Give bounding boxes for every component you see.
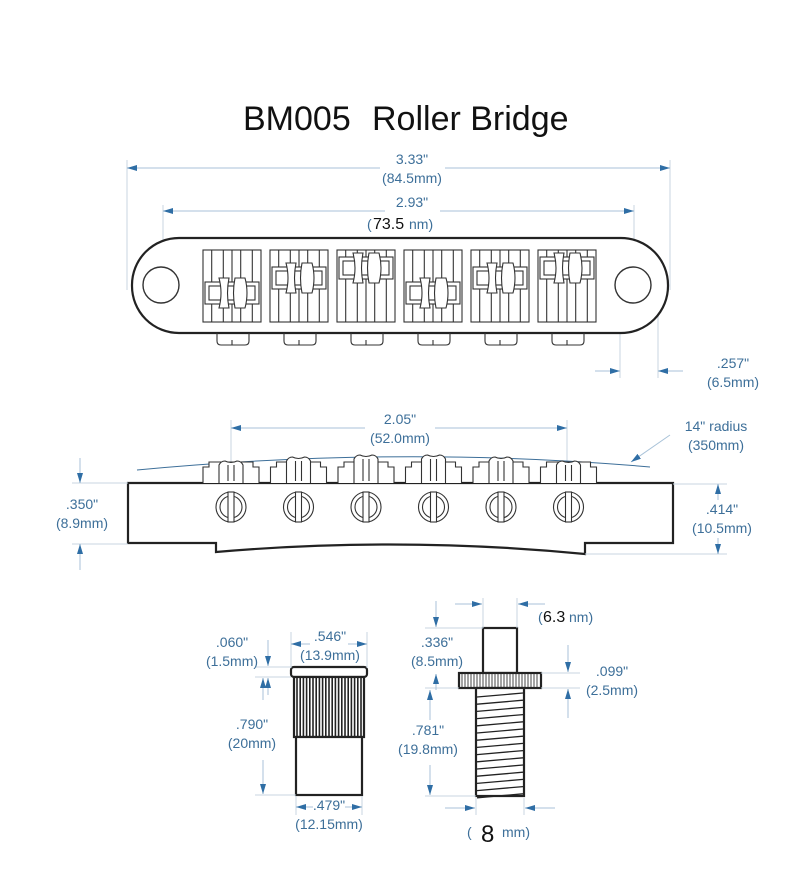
dim-mm: (10.5mm): [692, 520, 752, 536]
dim-mm-value: 73.5: [373, 216, 404, 233]
title-model: BM005: [243, 100, 351, 138]
dimension-left-height: .350" (8.9mm): [56, 458, 108, 570]
roller-side: [354, 455, 378, 483]
dim-inches: .790": [236, 716, 268, 732]
saddle-side: [338, 455, 394, 483]
screw-slot: [431, 492, 437, 522]
screw-head: [485, 333, 517, 345]
dim-mm: (8.9mm): [56, 515, 108, 531]
roller-side: [422, 455, 446, 483]
roller-side: [489, 457, 513, 483]
roller-frame: [540, 257, 594, 279]
knurl-lines: [297, 678, 361, 736]
dim-inches: 14" radius: [685, 418, 748, 434]
roller-frame: [406, 282, 460, 304]
dim-mm: (350mm): [688, 437, 744, 453]
dim-mm: (2.5mm): [586, 682, 638, 698]
dim-inches: 2.93": [396, 194, 428, 210]
dimension-radius: 14" radius (350mm): [631, 418, 747, 462]
dimension-stud-top-width: ( 6.3 nm): [455, 604, 593, 626]
screw-head: [351, 333, 383, 345]
screw-slot: [296, 492, 302, 522]
intonation-screw: [351, 492, 381, 522]
dim-inches: .257": [717, 355, 749, 371]
dim-mm: (8.5mm): [411, 653, 463, 669]
intonation-screw: [554, 492, 584, 522]
dim-mm: (6.5mm): [707, 374, 759, 390]
dim-inches: .336": [421, 634, 453, 650]
intonation-screw: [486, 492, 516, 522]
screw-slot: [566, 492, 572, 522]
dim-mm-value: 6.3: [543, 609, 565, 626]
roller-side: [287, 457, 311, 483]
dim-inches: .060": [216, 634, 248, 650]
roller-side: [219, 461, 243, 483]
dim-mm: (13.9mm): [300, 647, 360, 663]
intonation-screw: [216, 492, 246, 522]
dimension-thumbwheel-height: .790" (20mm): [228, 678, 276, 794]
dimension-thumbwheel-top-width: .546" (13.9mm): [291, 628, 367, 663]
dim-mm-unit: nm): [409, 216, 433, 232]
screw-head: [418, 333, 450, 345]
dim-mm: (84.5mm): [382, 170, 442, 186]
title-name: Roller Bridge: [372, 100, 569, 138]
dimension-stud-top-height: .336" (8.5mm): [411, 601, 463, 690]
dim-mm-open: (: [467, 824, 472, 840]
intonation-screw: [284, 492, 314, 522]
roller-frame: [205, 282, 259, 304]
dim-mm: (20mm): [228, 735, 276, 751]
screw-head: [284, 333, 316, 345]
side-view: 2.05" (52.0mm) 14" radius (350mm) .350" …: [56, 411, 752, 570]
dim-inches: .781": [412, 722, 444, 738]
dimension-stud-thread-width: ( 8 mm): [445, 808, 555, 848]
intonation-screw: [419, 492, 449, 522]
dimension-post-spacing: 2.93" ( 73.5 nm): [163, 194, 634, 233]
screw-head: [217, 333, 249, 345]
saddle-side: [203, 461, 259, 483]
dim-inches: .099": [596, 663, 628, 679]
dim-mm: (52.0mm): [370, 430, 430, 446]
dim-mm-open: (: [367, 216, 372, 232]
roller-frame: [272, 267, 326, 289]
roller-frame: [339, 257, 393, 279]
saddle-side: [541, 461, 597, 483]
stud-top: [483, 628, 517, 673]
dimension-overall-length: 3.33" (84.5mm): [127, 151, 670, 186]
roller-side: [557, 461, 581, 483]
saddle-side: [473, 457, 529, 483]
screw-slot: [363, 492, 369, 522]
diagram-title: BM005 Roller Bridge: [243, 100, 569, 138]
stud-view: ( 6.3 nm) .336" (8.5mm) .099" (2.5mm) .7…: [398, 598, 638, 848]
dim-mm-unit: mm): [502, 824, 530, 840]
dim-mm-unit: nm): [569, 609, 593, 625]
dimension-stud-collar: .099" (2.5mm): [568, 645, 638, 718]
dimension-string-spread: 2.05" (52.0mm): [231, 411, 567, 446]
bridge-body-side: [128, 483, 673, 554]
thumbwheel-view: .546" (13.9mm) .060" (1.5mm) .790" (20mm…: [206, 628, 367, 832]
dimension-thumbwheel-flange: .060" (1.5mm): [206, 634, 268, 695]
dim-mm: (12.15mm): [295, 816, 363, 832]
dimension-right-height: .414" (10.5mm): [692, 484, 752, 554]
thumbwheel-flange: [291, 667, 367, 677]
dim-inches: .414": [706, 501, 738, 517]
dim-inches: 3.33": [396, 151, 428, 167]
dim-inches: .546": [314, 628, 346, 644]
dim-inches: .350": [66, 496, 98, 512]
saddle-side: [271, 457, 327, 483]
saddle-side: [406, 455, 462, 483]
thumbwheel-sleeve: [296, 737, 362, 795]
dim-mm: (1.5mm): [206, 653, 258, 669]
dimension-stud-thread-length: .781" (19.8mm): [398, 690, 458, 795]
dim-inches: .479": [313, 797, 345, 813]
screw-head: [552, 333, 584, 345]
dim-inches: 2.05": [384, 411, 416, 427]
screw-slot: [228, 492, 234, 522]
dim-mm: (19.8mm): [398, 741, 458, 757]
top-view: 3.33" (84.5mm) 2.93" ( 73.5 nm) .257" (6…: [127, 151, 759, 390]
dimension-thumbwheel-bottom-width: .479" (12.15mm): [295, 797, 363, 832]
roller-frame: [473, 267, 527, 289]
dim-mm-value: 8: [481, 821, 494, 848]
screw-slot: [498, 492, 504, 522]
